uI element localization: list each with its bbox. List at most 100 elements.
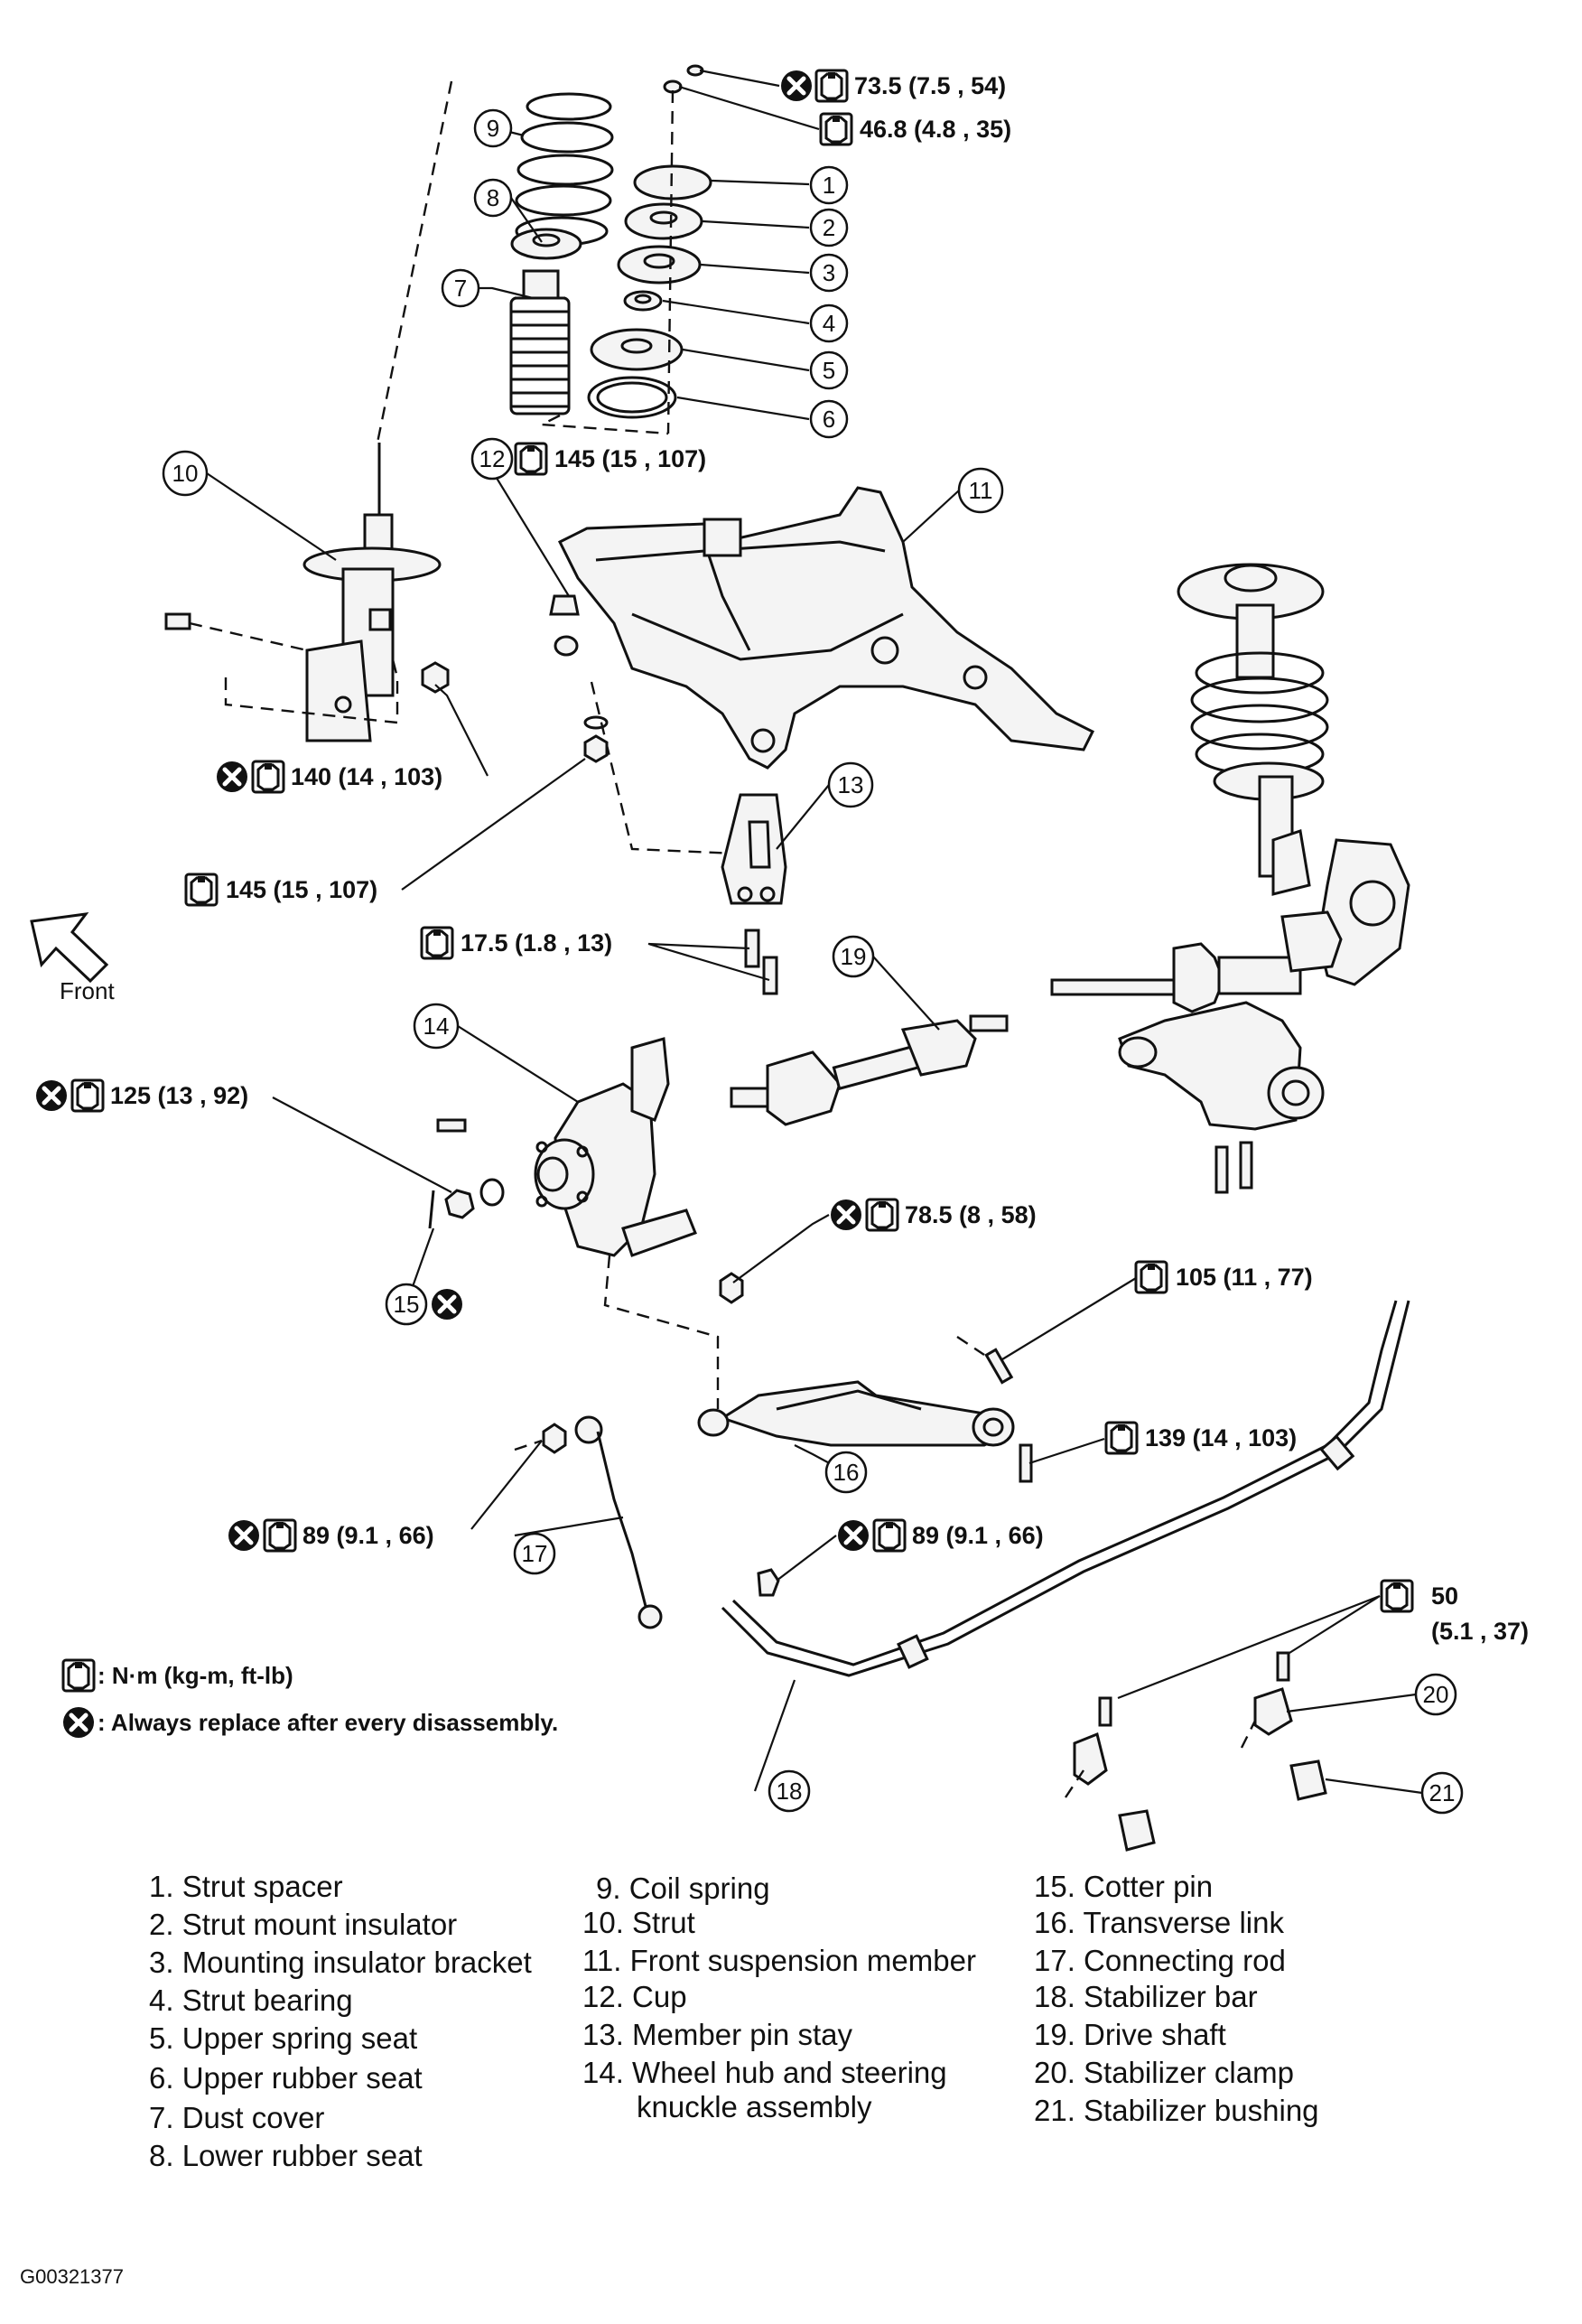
drive-shaft bbox=[730, 1014, 1009, 1126]
cotter-pin bbox=[428, 1190, 435, 1229]
svg-text:13: 13 bbox=[838, 771, 864, 798]
wheel-hub-steering-knuckle bbox=[534, 1037, 697, 1257]
list-item: 10. Strut bbox=[582, 1906, 695, 1939]
torque-annotation-4: 140 (14 , 103) bbox=[217, 761, 442, 792]
torque-annotation-5: 145 (15 , 107) bbox=[184, 873, 377, 907]
list-item: 5. Upper spring seat bbox=[149, 2021, 417, 2055]
list-item: 20. Stabilizer clamp bbox=[1034, 2056, 1294, 2089]
dust-cover bbox=[509, 269, 571, 415]
parts-list-col3: 15. Cotter pin 16. Transverse link 17. C… bbox=[1034, 1870, 1319, 2127]
legend-torque-text: : N·m (kg-m, ft-lb) bbox=[98, 1662, 293, 1689]
list-item: 17. Connecting rod bbox=[1034, 1944, 1286, 1977]
list-item: 3. Mounting insulator bracket bbox=[149, 1946, 532, 1979]
list-item: 12. Cup bbox=[582, 1980, 687, 2013]
torque-annotation-13: 50 (5.1 , 37) bbox=[1380, 1579, 1529, 1645]
svg-text:10: 10 bbox=[172, 460, 199, 487]
torque-annotation-11: 89 (9.1 , 66) bbox=[228, 1520, 434, 1551]
torque-value: 89 (9.1 , 66) bbox=[302, 1522, 434, 1549]
stabilizer-bushing-left bbox=[1118, 1809, 1156, 1852]
torque-value: 73.5 (7.5 , 54) bbox=[854, 72, 1006, 99]
svg-text:3: 3 bbox=[823, 259, 835, 286]
svg-text:8: 8 bbox=[487, 184, 499, 211]
list-item: 11. Front suspension member bbox=[582, 1944, 976, 1977]
transverse-link bbox=[697, 1380, 1015, 1447]
link-front-bolt bbox=[984, 1348, 1014, 1385]
hub-nut bbox=[444, 1189, 475, 1219]
cup bbox=[549, 594, 580, 657]
list-item: 2. Strut mount insulator bbox=[149, 1908, 457, 1941]
stabilizer-bar bbox=[721, 1300, 1410, 1677]
svg-text:14: 14 bbox=[423, 1013, 450, 1040]
callout-20: 20 bbox=[1414, 1673, 1457, 1716]
link-bolts-assembled bbox=[1214, 1141, 1253, 1194]
front-suspension-member bbox=[557, 486, 1095, 770]
coil-spring bbox=[515, 92, 614, 247]
list-item: 7. Dust cover bbox=[149, 2101, 324, 2134]
torque-value: 46.8 (4.8 , 35) bbox=[860, 116, 1011, 143]
strut-spacer bbox=[633, 164, 712, 201]
list-item: 4. Strut bearing bbox=[149, 1983, 353, 2017]
svg-text:18: 18 bbox=[777, 1778, 803, 1805]
strut-mount-stack bbox=[587, 64, 712, 434]
callout-9: 9 bbox=[473, 108, 513, 148]
torque-value: 125 (13 , 92) bbox=[110, 1082, 248, 1109]
callout-16: 16 bbox=[824, 1451, 868, 1494]
svg-text:11: 11 bbox=[969, 477, 993, 504]
drive-shaft-assembled bbox=[1050, 910, 1343, 1013]
callout-15: 15 bbox=[385, 1283, 462, 1326]
upper-spring-seat bbox=[590, 328, 684, 371]
callout-1: 1 bbox=[809, 165, 849, 205]
stabilizer-clamp bbox=[1253, 1651, 1293, 1736]
torque-value: 105 (11 , 77) bbox=[1176, 1264, 1313, 1291]
parts-list-col2: 9. Coil spring 10. Strut 11. Front suspe… bbox=[582, 1871, 976, 2123]
svg-text:19: 19 bbox=[841, 943, 867, 970]
washer-hub bbox=[479, 1178, 505, 1207]
bushing-nut bbox=[757, 1568, 780, 1597]
callout-10: 10 bbox=[162, 450, 209, 497]
callout-21: 21 bbox=[1420, 1771, 1464, 1815]
torque-value: 17.5 (1.8 , 13) bbox=[461, 929, 612, 957]
parts-list: 1. Strut spacer 2. Strut mount insulator… bbox=[149, 1870, 1319, 2172]
svg-text:17: 17 bbox=[522, 1540, 548, 1567]
strut-mount-insulator bbox=[624, 202, 703, 240]
torque-annotation-1: 73.5 (7.5 , 54) bbox=[781, 70, 1006, 101]
list-item: 13. Member pin stay bbox=[582, 2018, 852, 2051]
svg-text:2: 2 bbox=[823, 214, 835, 241]
callout-18: 18 bbox=[768, 1769, 811, 1813]
strut-bolt bbox=[164, 612, 191, 630]
lower-rubber-seat bbox=[510, 228, 582, 260]
torque-value: 89 (9.1 , 66) bbox=[912, 1522, 1044, 1549]
list-item: 18. Stabilizer bar bbox=[1034, 1980, 1258, 2013]
svg-text:7: 7 bbox=[454, 275, 467, 302]
torque-annotation-7: 125 (13 , 92) bbox=[36, 1080, 248, 1111]
svg-text:5: 5 bbox=[823, 357, 835, 384]
list-item: 8. Lower rubber seat bbox=[149, 2139, 423, 2172]
strut-bearing bbox=[623, 290, 663, 312]
callout-8: 8 bbox=[473, 178, 513, 218]
list-item: knuckle assembly bbox=[637, 2090, 872, 2123]
connecting-rod bbox=[514, 1415, 663, 1629]
svg-text:16: 16 bbox=[833, 1459, 860, 1486]
svg-text:15: 15 bbox=[394, 1291, 420, 1318]
list-item: 6. Upper rubber seat bbox=[149, 2061, 423, 2095]
callout-2: 2 bbox=[809, 208, 849, 247]
callout-5: 5 bbox=[809, 350, 849, 390]
svg-text:20: 20 bbox=[1423, 1681, 1449, 1708]
callout-11: 11 bbox=[957, 467, 1004, 514]
torque-value: 139 (14 , 103) bbox=[1145, 1424, 1297, 1451]
member-pin-stay bbox=[721, 793, 787, 905]
washer bbox=[583, 715, 609, 730]
callout-13: 13 bbox=[827, 761, 874, 808]
list-item: 1. Strut spacer bbox=[149, 1870, 343, 1903]
callout-17: 17 bbox=[513, 1532, 556, 1575]
torque-annotation-2: 46.8 (4.8 , 35) bbox=[819, 112, 1011, 146]
svg-text:12: 12 bbox=[479, 445, 506, 472]
torque-value-secondary: (5.1 , 37) bbox=[1431, 1618, 1529, 1645]
list-item: 9. Coil spring bbox=[596, 1871, 770, 1905]
legend: : N·m (kg-m, ft-lb) : Always replace aft… bbox=[61, 1658, 558, 1738]
torque-annotation-9: 105 (11 , 77) bbox=[1134, 1260, 1313, 1294]
callout-14: 14 bbox=[413, 1003, 460, 1050]
torque-icon bbox=[61, 1658, 96, 1693]
callout-4: 4 bbox=[809, 303, 849, 343]
